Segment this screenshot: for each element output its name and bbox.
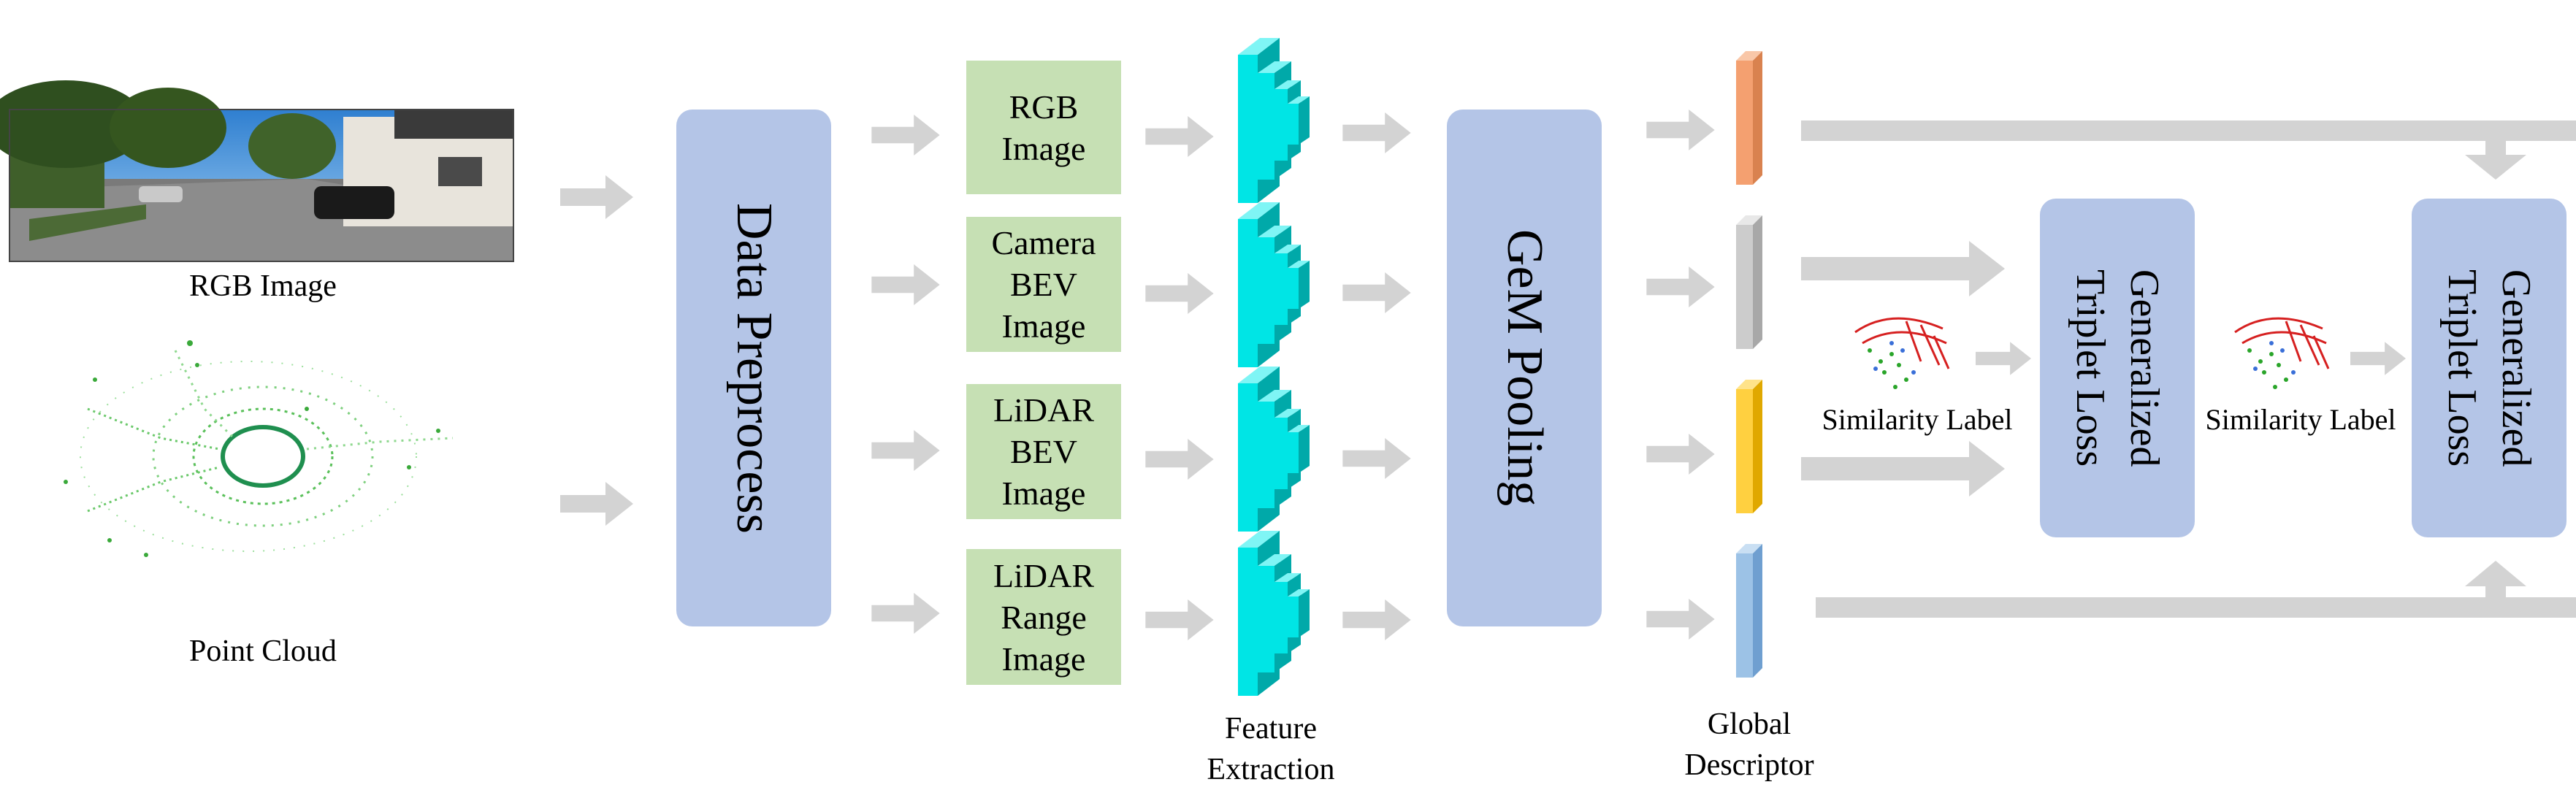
- arrow-preprocess-to-camera-bev: [871, 264, 940, 305]
- arrow-descriptor-2-to-loss-1: [1801, 241, 2005, 296]
- gem-pooling-label: GeM Pooling: [1497, 229, 1553, 507]
- arrow-similarity-1-to-loss-1: [1976, 342, 2031, 375]
- preprocess-box: [676, 110, 831, 626]
- similarity-icon-1: [1854, 317, 1950, 389]
- arrow-cnn3-to-gem: [1342, 438, 1411, 479]
- loss-1-label: Generalized Triplet Loss: [2068, 269, 2167, 467]
- arrow-gem-to-descriptor-4: [1646, 599, 1715, 640]
- gem-pooling-box: [1447, 110, 1602, 626]
- arrow-rgb-to-cnn: [1145, 116, 1214, 157]
- arrow-descriptor-3-to-loss-1: [1801, 441, 2005, 496]
- similarity-label-1: Similarity Label: [1822, 403, 2013, 436]
- descriptor-orange: [1736, 51, 1762, 185]
- similarity-icon-2: [2234, 317, 2330, 389]
- rgb-input-image: [0, 80, 514, 262]
- arrow-gem-to-descriptor-3: [1646, 434, 1715, 475]
- arrow-descriptor-4-to-loss-2: [1816, 561, 2576, 618]
- loss-2-label: Generalized Triplet Loss: [2439, 269, 2539, 467]
- modality-box-camera-bev: [966, 217, 1121, 352]
- feature-extraction-caption: Feature Extraction: [1207, 712, 1335, 786]
- arrow-preprocess-to-lidar-bev: [871, 430, 940, 471]
- loss-box-1: [2040, 199, 2195, 537]
- arrow-lidar-bev-to-cnn: [1145, 439, 1214, 480]
- modality-label-rgb: RGB Image: [1001, 88, 1086, 167]
- modality-label-camera-bev: Camera BEV Image: [991, 224, 1096, 345]
- arrow-camera-bev-to-cnn: [1145, 273, 1214, 314]
- descriptor-gray: [1736, 215, 1762, 349]
- arrow-descriptor-1-to-loss-2: [1801, 120, 2576, 180]
- similarity-label-2: Similarity Label: [2205, 403, 2396, 436]
- arrow-gem-to-descriptor-2: [1646, 266, 1715, 307]
- modality-box-lidar-range: [966, 549, 1121, 685]
- arrow-preprocess-to-lidar-range: [871, 593, 940, 634]
- descriptor-blue: [1736, 544, 1762, 678]
- modality-label-lidar-range: LiDAR Range Image: [993, 556, 1094, 678]
- rgb-image-caption: RGB Image: [189, 269, 337, 303]
- point-cloud-caption: Point Cloud: [189, 634, 337, 668]
- cnn-block-4: [1238, 531, 1310, 696]
- cnn-block-2: [1238, 202, 1310, 367]
- global-descriptor-caption: Global Descriptor: [1684, 707, 1814, 782]
- arrow-cnn4-to-gem: [1342, 599, 1411, 640]
- modality-label-lidar-bev: LiDAR BEV Image: [993, 391, 1094, 512]
- arrow-preprocess-to-rgb: [871, 115, 940, 156]
- descriptor-yellow: [1736, 380, 1762, 513]
- arrow-pc-to-preprocess: [560, 482, 633, 526]
- modality-box-rgb: [966, 61, 1121, 194]
- arrow-cnn2-to-gem: [1342, 272, 1411, 313]
- point-cloud-image: [64, 340, 454, 557]
- preprocess-label: Data Preprocess: [726, 202, 782, 534]
- cnn-block-3: [1238, 367, 1310, 532]
- arrow-gem-to-descriptor-1: [1646, 110, 1715, 150]
- modality-box-lidar-bev: [966, 384, 1121, 519]
- arrow-cnn1-to-gem: [1342, 112, 1411, 153]
- arrow-rgb-to-preprocess: [560, 175, 633, 219]
- arrow-similarity-2-to-loss-2: [2350, 342, 2406, 375]
- loss-box-2: [2412, 199, 2567, 537]
- cnn-block-1: [1238, 38, 1310, 203]
- arrow-lidar-range-to-cnn: [1145, 599, 1214, 640]
